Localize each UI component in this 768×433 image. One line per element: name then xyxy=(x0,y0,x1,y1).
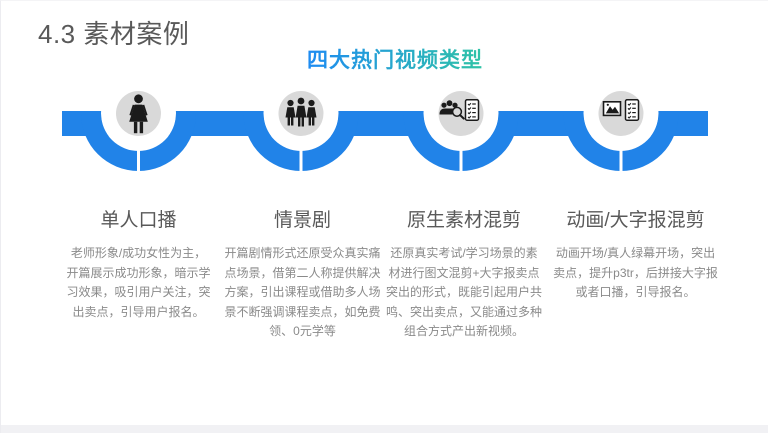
three-people-icon xyxy=(285,97,317,127)
item-description: 老师形象/成功女性为主，开篇展示成功形象，暗示学习效果，吸引用户关注，突出卖点，… xyxy=(66,246,211,319)
item-title: 情景剧 xyxy=(273,210,331,231)
loop-split-line xyxy=(299,147,303,173)
slide-subtitle: 四大热门视频类型 xyxy=(307,44,483,74)
item-title: 动画/大字报混剪 xyxy=(566,210,705,231)
loop-split-line xyxy=(619,147,623,173)
item-column-native-remix: 原生素材混剪 还原真实考试/学习场景的素材进行图文混剪+大字报卖点突出的形式，既… xyxy=(386,205,542,342)
item-description: 还原真实考试/学习场景的素材进行图文混剪+大字报卖点突出的形式，既能引起用户共鸣… xyxy=(386,246,543,339)
item-description: 动画开场/真人绿幕开场，突出卖点，提升p3tr，后拼接大字报或者口播，引导报名。 xyxy=(553,246,718,300)
viewer-footer-strip xyxy=(1,425,768,433)
wave-ribbon-graphic xyxy=(62,86,708,173)
item-column-single-presenter: 单人口播 老师形象/成功女性为主，开篇展示成功形象，暗示学习效果，吸引用户关注，… xyxy=(66,205,211,322)
item-title: 原生素材混剪 xyxy=(406,210,521,231)
item-column-drama: 情景剧 开篇剧情形式还原受众真实痛点场景，借第二人称提供解决方案，引出课程或借助… xyxy=(224,205,381,342)
item-column-animation-remix: 动画/大字报混剪 动画开场/真人绿幕开场，突出卖点，提升p3tr，后拼接大字报或… xyxy=(553,205,718,303)
loop-split-line xyxy=(137,147,140,173)
ribbon-loop xyxy=(563,113,679,171)
ribbon-loop xyxy=(403,113,519,171)
ribbon-loop xyxy=(81,113,196,171)
item-description: 开篇剧情形式还原受众真实痛点场景，借第二人称提供解决方案，引出课程或借助多人场景… xyxy=(224,246,381,339)
loop-split-line xyxy=(459,147,463,173)
item-title: 单人口播 xyxy=(100,210,177,231)
ribbon-loop xyxy=(243,113,359,171)
presenter-woman-icon xyxy=(129,94,148,134)
image-checklist-icon xyxy=(602,99,640,121)
audience-analysis-checklist-icon xyxy=(439,99,480,121)
page-title: 4.3 素材案例 xyxy=(38,19,190,49)
